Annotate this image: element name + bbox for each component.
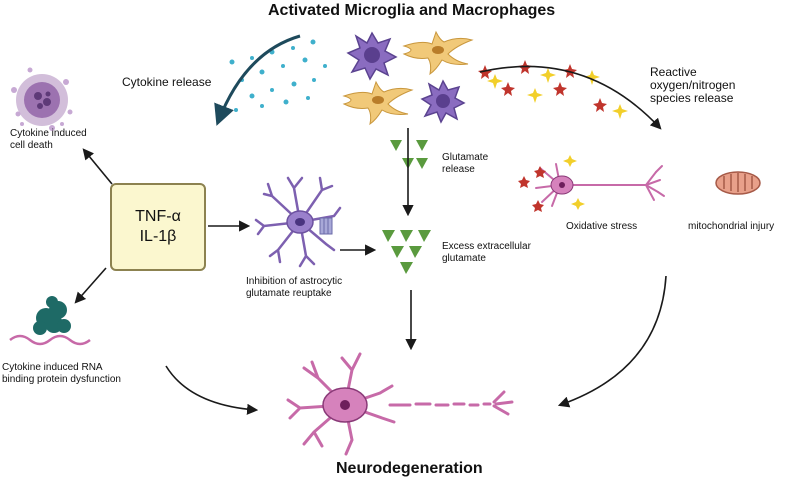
oxidative-stress-label: Oxidative stress xyxy=(566,221,638,232)
cytokine-tnf: TNF-α xyxy=(135,208,181,225)
dying-cell-icon xyxy=(11,67,73,131)
degenerating-neuron-icon xyxy=(286,352,514,456)
ros-release-label: Reactive oxygen/nitrogen species release xyxy=(650,65,736,105)
oxidative-stress-neuron-icon xyxy=(518,155,665,212)
arrow-rbp-to-neurodegeneration xyxy=(165,365,259,415)
ros-release-arrow xyxy=(479,65,662,130)
mitochondrion-icon xyxy=(715,171,761,195)
microglia-icon xyxy=(420,79,466,124)
macrophage-icon xyxy=(402,30,474,76)
rbp-dysfunction-label: Cytokine induced RNA binding protein dys… xyxy=(2,362,121,385)
cytokine-release-label: Cytokine release xyxy=(122,75,212,89)
macrophage-icon xyxy=(342,80,414,126)
microglia-cluster xyxy=(342,30,474,126)
excess-glutamate-label: Excess extracellular glutamate xyxy=(442,241,531,264)
excess-glutamate-triangles xyxy=(382,230,431,274)
astrocyte-reuptake-label: Inhibition of astrocytic glutamate reupt… xyxy=(246,276,343,299)
cell-death-label: Cytokine induced cell death xyxy=(10,128,87,151)
glutamate-release-triangles xyxy=(390,140,428,169)
cytokine-box: TNF-α IL-1β xyxy=(110,183,206,271)
rna-binding-protein-icon xyxy=(9,296,91,346)
microglia-icon xyxy=(346,31,398,81)
mitochondrial-injury-label: mitochondrial injury xyxy=(688,221,775,232)
diagram-title: Activated Microglia and Macrophages xyxy=(268,2,556,19)
arrow-oxidative-to-neurodegeneration xyxy=(557,275,667,408)
outcome-title: Neurodegeneration xyxy=(336,460,483,477)
arrow-to-cell-death xyxy=(82,148,113,185)
arrow-to-rbp xyxy=(74,267,107,304)
cytokine-il1b: IL-1β xyxy=(139,228,177,245)
cytokine-release-arrow xyxy=(214,34,301,126)
cytokine-particles xyxy=(229,39,327,112)
astrocyte-icon xyxy=(254,176,342,268)
glutamate-release-label: Glutamate release xyxy=(442,152,489,175)
